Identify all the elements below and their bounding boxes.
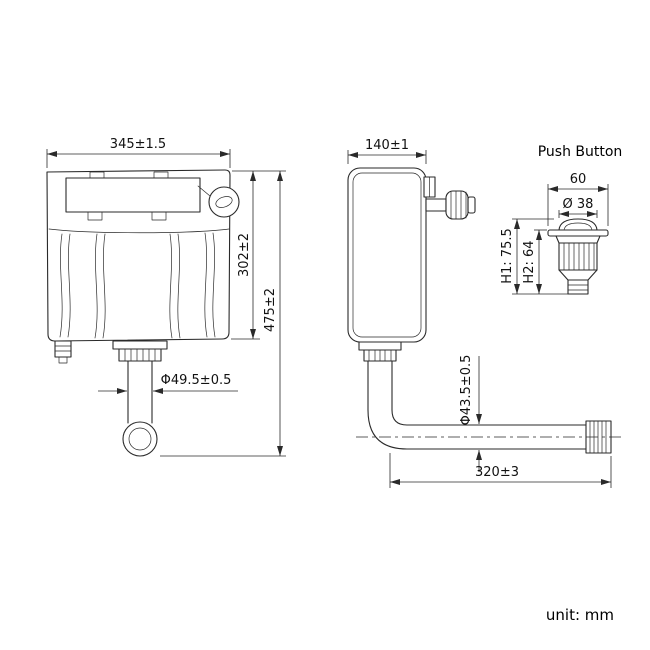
tank-body-side xyxy=(347,167,427,343)
front-dimensions: 345±1.5 302±2 475±2 Φ49.5±0.5 xyxy=(46,137,286,457)
inlet-valve-connector xyxy=(425,190,476,220)
push-button-body xyxy=(547,218,609,295)
side-view: 140±1 Φ43.5±0.5 320±3 xyxy=(347,138,624,488)
push-button-detail: Push Button 60 xyxy=(500,144,623,295)
top-clip xyxy=(423,176,436,198)
side-pipe-run-dimension: 320±3 xyxy=(475,465,519,480)
push-button-cap-diameter-dimension: Ø 38 xyxy=(563,197,594,212)
push-button-title: Push Button xyxy=(538,144,623,160)
front-outlet-diameter-dimension: Φ49.5±0.5 xyxy=(161,373,232,388)
inlet-cap xyxy=(197,185,240,218)
tank-body-front xyxy=(46,169,231,342)
side-dimensions: 140±1 Φ43.5±0.5 320±3 xyxy=(347,138,612,488)
side-pipe-diameter-dimension: Φ43.5±0.5 xyxy=(459,355,474,426)
push-button-dimensions: 60 Ø 38 H1: 75.5 H2: 64 xyxy=(500,172,609,295)
tank-mold-line xyxy=(48,228,230,234)
push-button-h1-dimension: H1: 75.5 xyxy=(500,228,515,284)
access-panel xyxy=(65,171,201,221)
unit-label: unit: mm xyxy=(546,606,614,624)
side-depth-dimension: 140±1 xyxy=(365,138,409,153)
front-total-height-dimension: 475±2 xyxy=(263,288,278,332)
front-body-height-dimension: 302±2 xyxy=(237,233,252,277)
bottom-left-fitting xyxy=(54,340,72,364)
push-button-h2-dimension: H2: 64 xyxy=(522,240,537,283)
push-button-flange-width-dimension: 60 xyxy=(570,172,587,187)
front-width-dimension: 345±1.5 xyxy=(110,137,166,152)
front-view: 345±1.5 302±2 475±2 Φ49.5±0.5 xyxy=(46,137,286,457)
outlet-pipe-front xyxy=(112,340,168,457)
tank-ribs xyxy=(59,232,216,339)
outlet-elbow-pipe xyxy=(356,341,624,454)
